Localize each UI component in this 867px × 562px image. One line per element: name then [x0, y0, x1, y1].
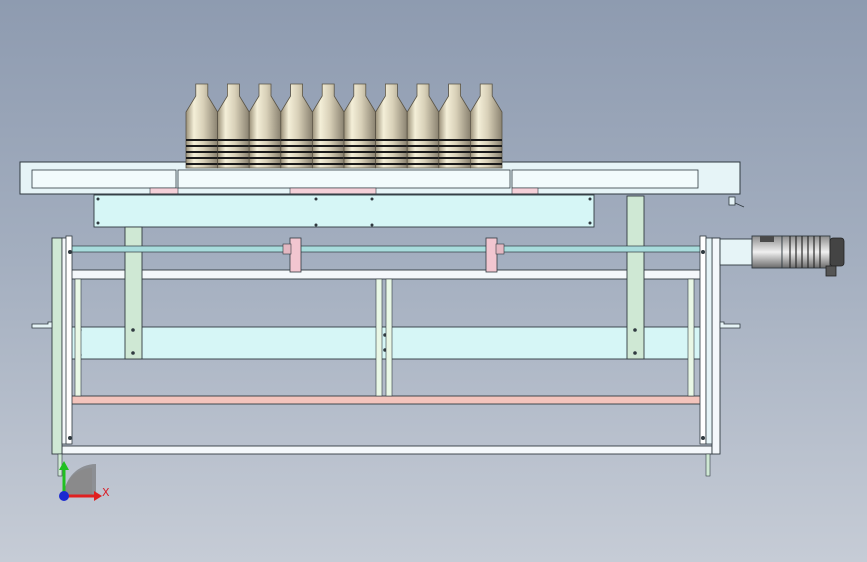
bottle [185, 83, 218, 169]
mounting-plate [93, 194, 595, 228]
vertical-posts [124, 195, 645, 360]
bottle [280, 83, 313, 169]
bottle [375, 83, 408, 169]
left-side-frame [31, 235, 73, 477]
servo-motor [719, 235, 845, 277]
drive-shaft [61, 237, 713, 273]
bottle [217, 83, 250, 169]
right-side-frame [699, 235, 741, 477]
axis-triad [59, 461, 102, 501]
bottle [312, 83, 345, 169]
bottle [248, 83, 282, 169]
bottle [438, 83, 471, 169]
x-arrow-icon [94, 491, 102, 501]
lower-frame [61, 269, 713, 455]
y-arrow-icon [59, 461, 69, 470]
origin-dot [59, 491, 69, 501]
top-right-bracket [728, 196, 745, 208]
bottle-row [185, 83, 503, 169]
bottle [343, 83, 376, 169]
bottle [406, 83, 440, 169]
bottle [470, 83, 503, 169]
x-axis-label: X [102, 486, 110, 499]
